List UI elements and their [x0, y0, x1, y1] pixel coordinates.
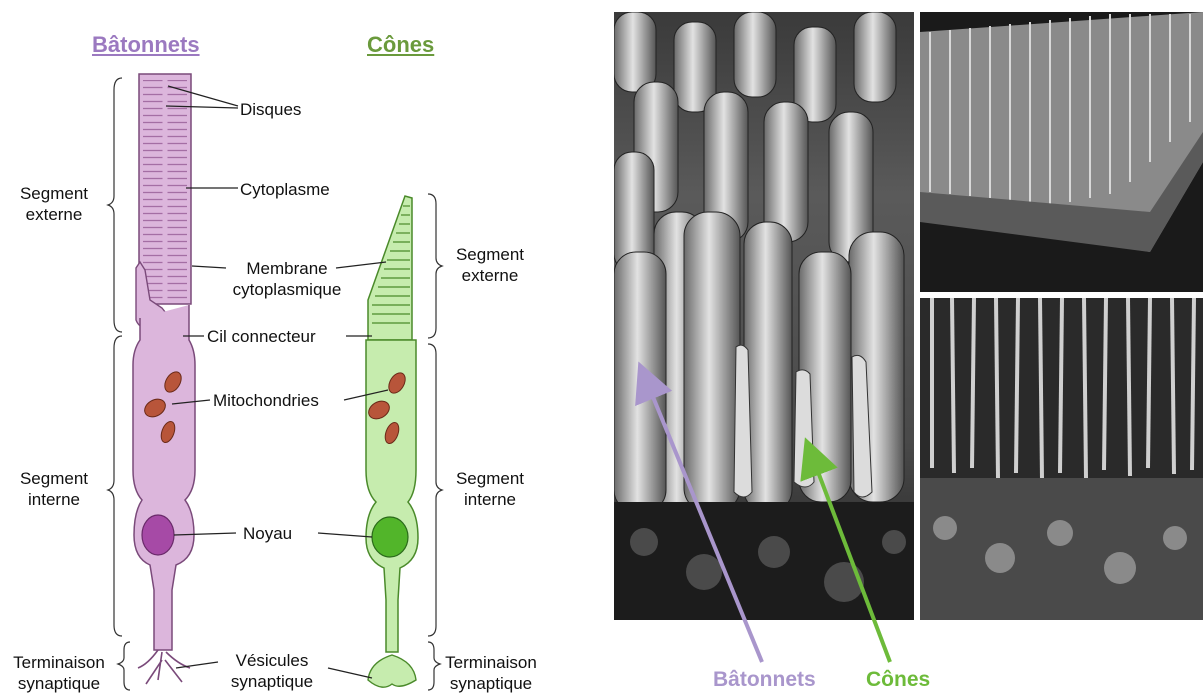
micrograph-top-right [920, 12, 1203, 292]
label-rod-segment-interne: Segment interne [4, 468, 104, 510]
label-cone-segment-externe: Segment externe [440, 244, 540, 286]
label-membrane: Membrane cytoplasmique [212, 258, 362, 300]
rod-seg-ext-2: externe [26, 205, 83, 224]
label-membrane-2: cytoplasmique [233, 280, 342, 299]
cone-seg-int-1: Segment [456, 469, 524, 488]
micrograph-bottom-art [920, 298, 1203, 620]
rod-inner-segment [133, 305, 195, 650]
rod-nucleus [142, 515, 174, 555]
label-rod-segment-externe: Segment externe [4, 183, 104, 225]
cone-seg-int-2: interne [464, 490, 516, 509]
label-cytoplasme: Cytoplasme [240, 179, 330, 200]
caption-rods: Bâtonnets [713, 668, 816, 692]
cone-term-1: Terminaison [445, 653, 537, 672]
rod-seg-int-1: Segment [20, 469, 88, 488]
label-cil-connecteur: Cil connecteur [207, 326, 316, 347]
label-vesicules-2: synaptique [231, 672, 313, 691]
cone-outer-segment [368, 196, 412, 340]
label-vesicules: Vésicules synaptique [212, 650, 332, 692]
rod-term-1: Terminaison [13, 653, 105, 672]
label-rod-terminaison: Terminaison synaptique [0, 652, 118, 694]
rod-seg-ext-1: Segment [20, 184, 88, 203]
micrograph-main-art [614, 12, 914, 620]
rod-outer-segment [139, 74, 191, 304]
cone-term-2: synaptique [450, 674, 532, 693]
cone-seg-ext-1: Segment [456, 245, 524, 264]
rod-term-2: synaptique [18, 674, 100, 693]
micrograph-top-art [920, 12, 1203, 292]
label-mitochondries: Mitochondries [213, 390, 319, 411]
pointer-lines [166, 86, 388, 678]
micrograph-bottom-right [920, 298, 1203, 620]
caption-cones: Cônes [866, 668, 930, 692]
label-cone-segment-interne: Segment interne [440, 468, 540, 510]
micrograph-main [614, 12, 914, 620]
cone-seg-ext-2: externe [462, 266, 519, 285]
cone-nucleus [372, 517, 408, 557]
label-membrane-1: Membrane [246, 259, 327, 278]
label-noyau: Noyau [243, 523, 292, 544]
label-vesicules-1: Vésicules [236, 651, 309, 670]
label-disques: Disques [240, 99, 301, 120]
rod-braces [108, 78, 130, 690]
cone-synaptic-terminal [368, 655, 416, 687]
rod-seg-int-2: interne [28, 490, 80, 509]
label-cone-terminaison: Terminaison synaptique [432, 652, 550, 694]
